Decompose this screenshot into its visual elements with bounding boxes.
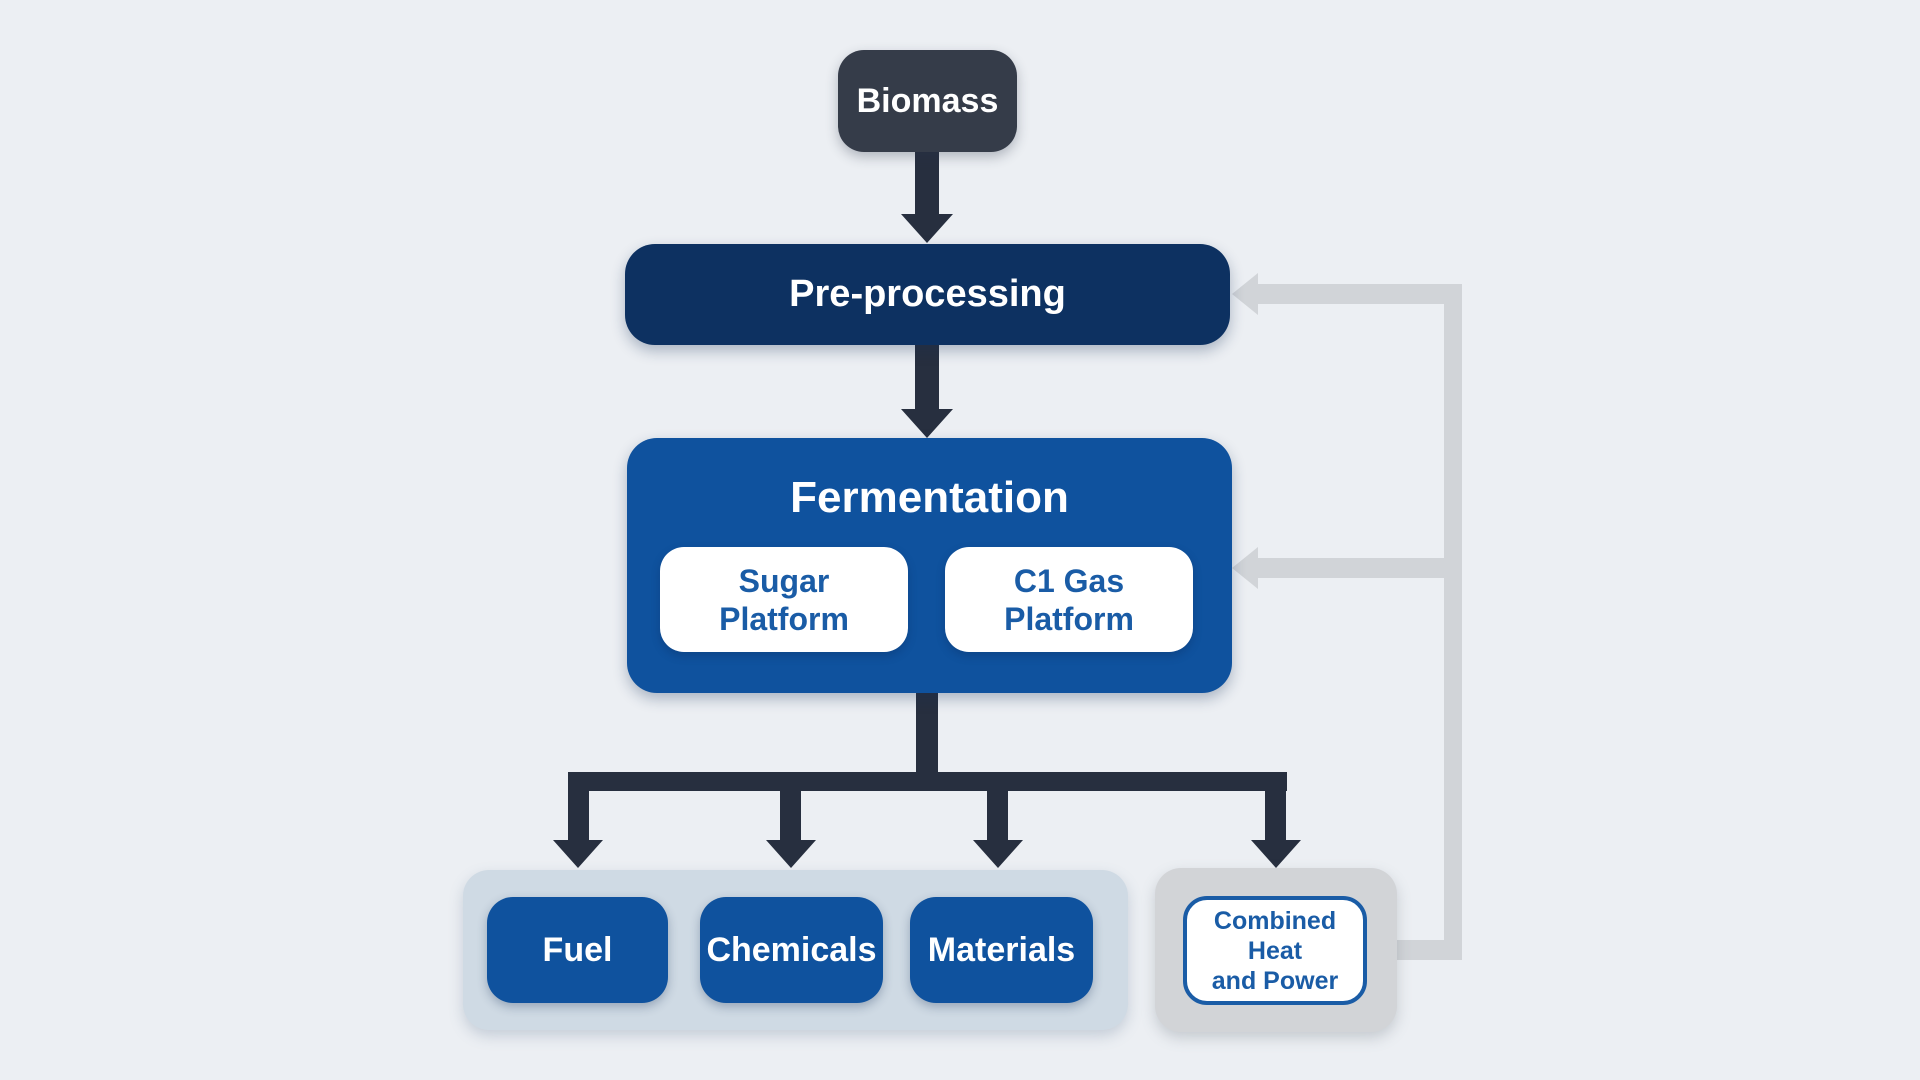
arrow-to-chemicals-head-icon: [766, 840, 816, 868]
feedback-arrowhead-preprocessing-icon: [1232, 273, 1258, 315]
node-sugar-platform: Sugar Platform: [660, 547, 908, 652]
sugar-platform-line1: Sugar: [738, 562, 830, 599]
fermentation-output-stem: [916, 693, 938, 773]
arrow-preprocessing-to-fermentation-shaft: [915, 345, 939, 409]
feedback-arrowhead-fermentation-icon: [1232, 547, 1258, 589]
distribution-bar: [568, 772, 1287, 791]
arrow-to-fuel-head-icon: [553, 840, 603, 868]
node-fermentation: Fermentation Sugar Platform C1 Gas Platf…: [627, 438, 1232, 693]
fermentation-label: Fermentation: [790, 473, 1069, 522]
sugar-platform-line2: Platform: [719, 600, 849, 637]
chemicals-label: Chemicals: [706, 930, 877, 969]
arrow-to-materials-head-icon: [973, 840, 1023, 868]
materials-label: Materials: [927, 930, 1076, 969]
c1-gas-platform-line1: C1 Gas: [1013, 562, 1125, 599]
chp-line2: and Power: [1211, 966, 1339, 995]
chp-line1: Combined Heat: [1213, 906, 1337, 965]
arrow-preprocessing-to-fermentation-head-icon: [901, 409, 953, 438]
c1-gas-platform-line2: Platform: [1004, 600, 1134, 637]
node-preprocessing: Pre-processing: [625, 244, 1230, 345]
feedback-line-from-chp: [1394, 940, 1462, 960]
node-materials: Materials: [910, 897, 1093, 1003]
arrow-biomass-to-preprocessing-head-icon: [901, 214, 953, 243]
arrow-to-chp-head-icon: [1251, 840, 1301, 868]
feedback-line-vertical: [1444, 284, 1462, 960]
biomass-label: Biomass: [856, 81, 999, 120]
arrow-to-chp-shaft: [1265, 790, 1286, 840]
arrow-to-materials-shaft: [987, 790, 1008, 840]
node-fuel: Fuel: [487, 897, 668, 1003]
feedback-line-to-preprocessing: [1258, 284, 1462, 304]
node-c1-gas-platform: C1 Gas Platform: [945, 547, 1193, 652]
fuel-label: Fuel: [542, 930, 613, 969]
arrow-to-chemicals-shaft: [780, 790, 801, 840]
node-combined-heat-and-power: Combined Heat and Power: [1183, 896, 1367, 1005]
arrow-biomass-to-preprocessing-shaft: [915, 152, 939, 215]
feedback-line-to-fermentation: [1258, 558, 1462, 578]
arrow-to-fuel-shaft: [568, 790, 589, 840]
node-biomass: Biomass: [838, 50, 1017, 152]
node-chemicals: Chemicals: [700, 897, 883, 1003]
preprocessing-label: Pre-processing: [789, 273, 1066, 315]
